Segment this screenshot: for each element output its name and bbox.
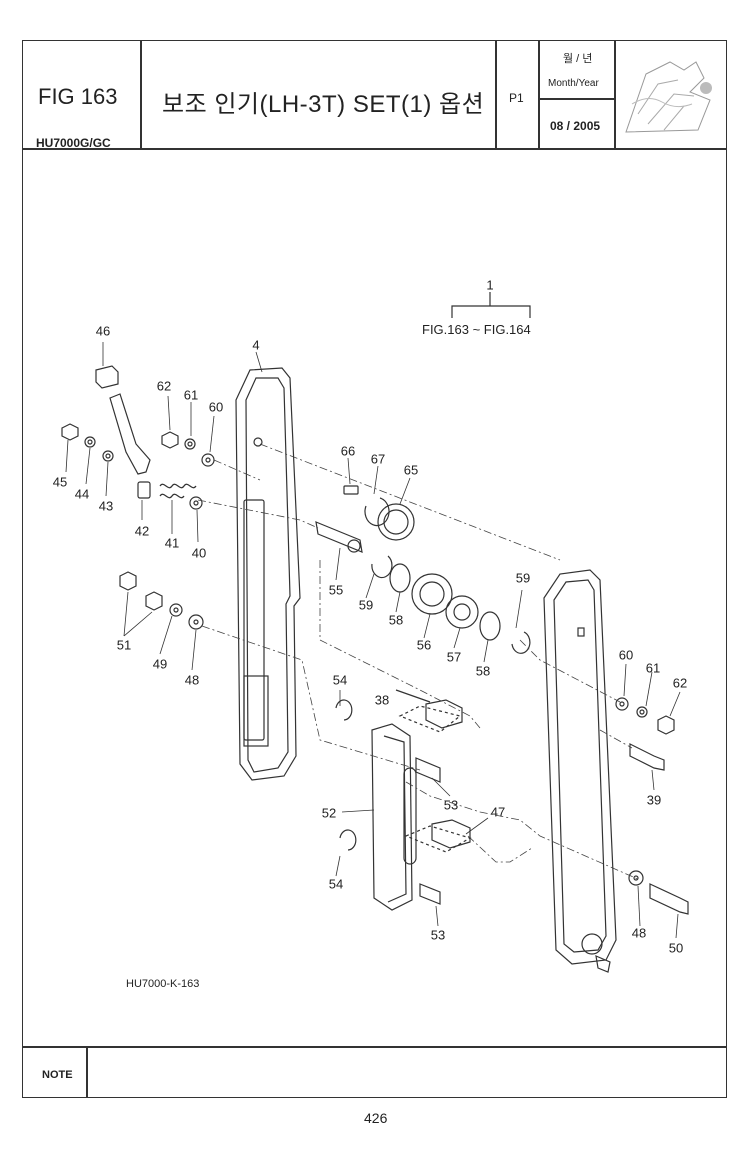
emblem-logo (625, 61, 712, 133)
callout-label: 59 (358, 597, 374, 613)
callout-label: 56 (416, 637, 432, 653)
callout-label: 55 (328, 582, 344, 598)
header-divider-4 (614, 40, 616, 149)
callout-label: 54 (328, 876, 344, 892)
callout-label: 40 (191, 545, 207, 561)
callout-label: 58 (388, 612, 404, 628)
callout-label: 61 (645, 660, 661, 676)
date-value: 08 / 2005 (550, 119, 601, 133)
callout-label: 53 (430, 927, 446, 943)
callout-label: 60 (208, 399, 224, 415)
callout-label: 52 (321, 805, 337, 821)
footer-top-rule (22, 1046, 727, 1048)
note-label: NOTE (42, 1069, 73, 1081)
drawing-code: HU7000-K-163 (126, 978, 200, 990)
callout-label: 45 (52, 474, 68, 490)
note-divider (86, 1046, 88, 1098)
callout-label: 61 (183, 387, 199, 403)
header-bottom-rule (22, 148, 727, 150)
callout-label: 46 (95, 323, 111, 339)
page-title: 보조 인기(LH-3T) SET(1) 옵션 (162, 91, 485, 118)
callout-label: 38 (374, 692, 390, 708)
header-divider-2 (495, 40, 497, 149)
page-label: P1 (509, 91, 524, 105)
callout-label: 60 (618, 647, 634, 663)
callout-label: 59 (515, 570, 531, 586)
figure-reference: FIG.163 ~ FIG.164 (422, 322, 531, 337)
month-year-kr: 월 / 년 (563, 53, 593, 65)
callout-label: 39 (646, 792, 662, 808)
callout-label: 41 (164, 535, 180, 551)
callout-label: 50 (668, 940, 684, 956)
callout-label: 53 (443, 797, 459, 813)
assembly-callout: 1 (486, 277, 494, 293)
callout-label: 47 (490, 804, 506, 820)
callout-label: 4 (252, 337, 260, 353)
fig-label: FIG 163 (38, 84, 118, 109)
callout-label: 49 (152, 656, 168, 672)
callout-label: 66 (340, 443, 356, 459)
callout-label: 58 (475, 663, 491, 679)
page-frame (22, 40, 727, 1098)
callout-label: 48 (184, 672, 200, 688)
header-divider-1 (140, 40, 142, 149)
model-label: HU7000G/GC (36, 136, 111, 150)
callout-label: 67 (370, 451, 386, 467)
callout-label: 44 (74, 486, 90, 502)
month-year-en: Month/Year (548, 78, 599, 89)
callout-label: 54 (332, 672, 348, 688)
callout-label: 57 (446, 649, 462, 665)
callout-label: 65 (403, 462, 419, 478)
callout-label: 48 (631, 925, 647, 941)
callout-label: 51 (116, 637, 132, 653)
callout-label: 62 (156, 378, 172, 394)
callout-label: 62 (672, 675, 688, 691)
callout-label: 42 (134, 523, 150, 539)
callout-label: 43 (98, 498, 114, 514)
month-year-rule (538, 98, 615, 100)
page-number: 426 (364, 1110, 388, 1126)
header-divider-3 (538, 40, 540, 149)
